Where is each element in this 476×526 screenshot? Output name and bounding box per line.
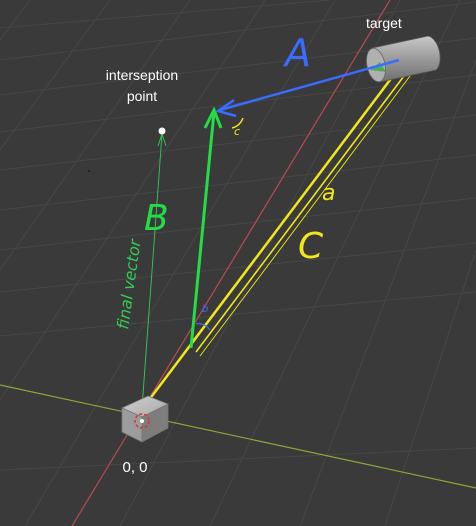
target-label: target [366, 15, 402, 31]
intersection-point-label-line2: point [127, 88, 157, 104]
vector-c-side-line2 [199, 71, 414, 357]
angle-c-label: c [234, 125, 240, 138]
vector-a-arrowhead [215, 98, 237, 118]
vector-a-letter: A [282, 31, 311, 75]
vector-b-line [189, 111, 216, 349]
x-axis-line [71, 0, 391, 526]
angle-c-arc [231, 117, 244, 129]
intersection-point-label-line1: interseption [106, 67, 178, 83]
y-axis-line [0, 384, 476, 489]
final-vector-line [141, 133, 163, 409]
origin-label: 0, 0 [122, 459, 147, 476]
origin-cube[interactable] [121, 395, 169, 443]
angle-b-arc [195, 322, 211, 331]
vector-c-letter: C [298, 226, 324, 267]
intersection-point[interactable] [158, 127, 166, 135]
small-dot [87, 169, 91, 173]
vector-a-line [219, 58, 400, 112]
angle-b-label: b [202, 304, 208, 315]
cursor-marker-icon [134, 413, 150, 429]
vector-c-line [139, 59, 406, 413]
side-a-letter: a [322, 181, 335, 206]
vector-b-letter: B [144, 198, 169, 239]
vector-c-side-line [195, 67, 411, 353]
vector-b-arrowhead [203, 106, 223, 129]
